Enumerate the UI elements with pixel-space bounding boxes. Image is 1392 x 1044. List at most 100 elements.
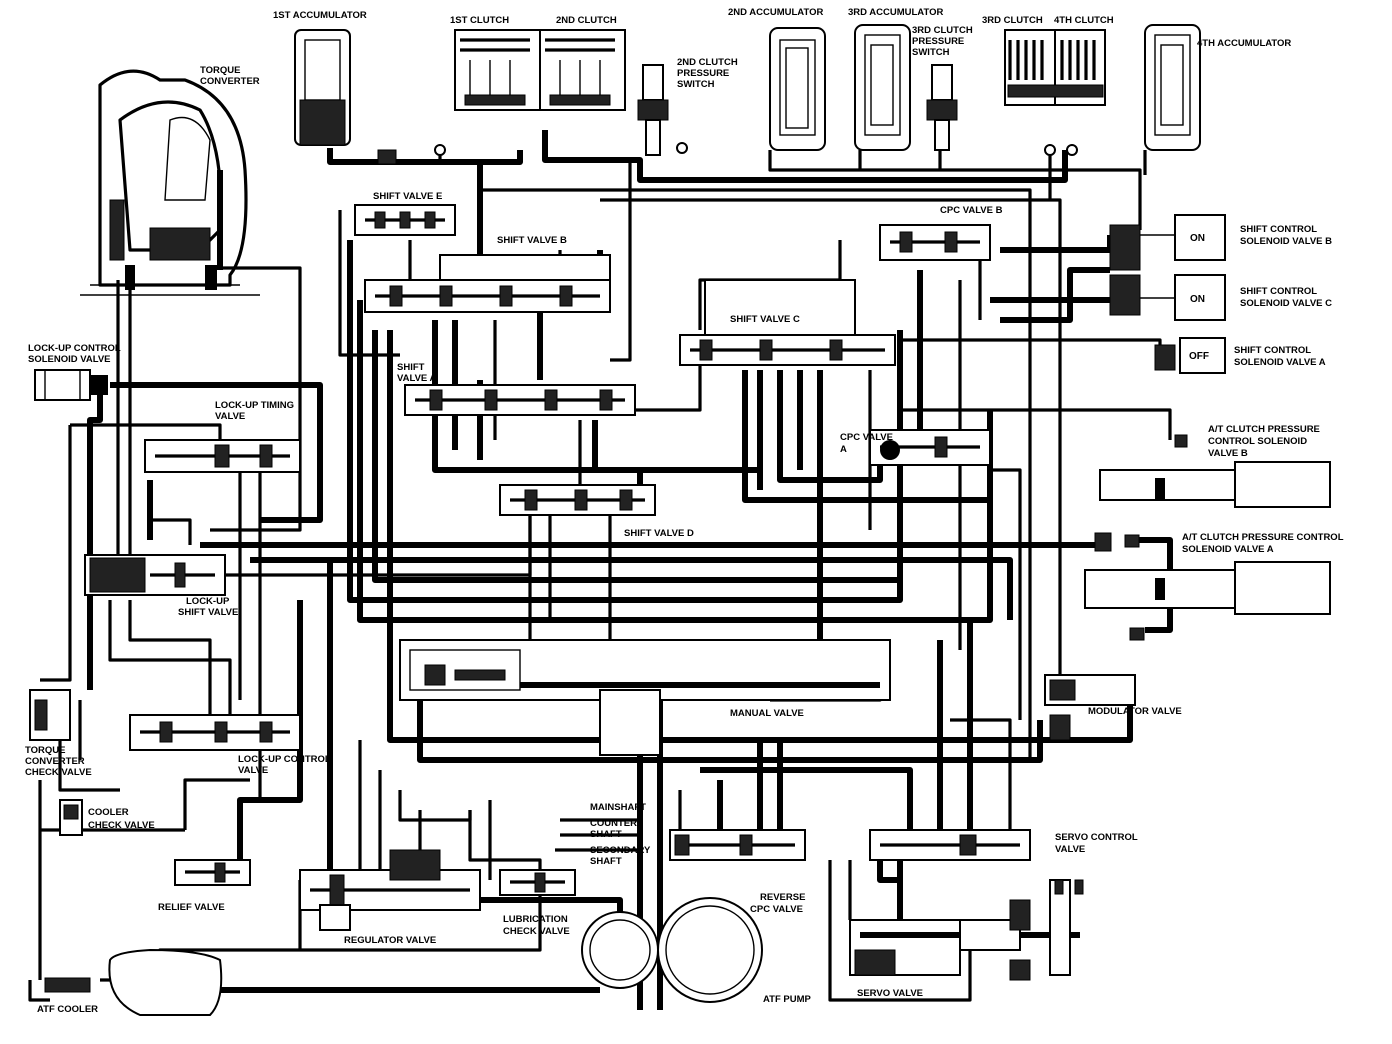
label-torque-converter-2: CONVERTER [200, 76, 260, 87]
label-lockup-timing-1: LOCK-UP TIMING [215, 400, 294, 411]
label-2nd-clutch: 2ND CLUTCH [556, 15, 617, 26]
at-clutch-solenoid-a [1084, 532, 1331, 641]
2nd-clutch-pressure-switch [637, 64, 669, 156]
label-3rd-accumulator: 3RD ACCUMULATOR [848, 7, 943, 18]
label-servo-valve: SERVO VALVE [857, 988, 923, 999]
labels: 1ST ACCUMULATOR 1ST CLUTCH 2ND CLUTCH 2N… [25, 7, 1344, 1015]
shift-valve-b [364, 254, 611, 313]
label-sol-b-1: SHIFT CONTROL [1240, 224, 1317, 235]
shift-valve-d [499, 484, 656, 516]
label-lockup-solenoid-2: SOLENOID VALVE [28, 354, 111, 365]
label-shaft-2: COUNTER- [590, 818, 640, 829]
label-manual-valve: MANUAL VALVE [730, 708, 804, 719]
label-at-a-2: SOLENOID VALVE A [1182, 544, 1274, 555]
label-lockup-solenoid-1: LOCK-UP CONTROL [28, 343, 121, 354]
label-shaft-4: SECONDARY [590, 845, 651, 856]
cpc-valve-b [879, 224, 991, 261]
label-relief: RELIEF VALVE [158, 902, 225, 913]
label-at-b-3: VALVE B [1208, 448, 1248, 459]
label-regulator: REGULATOR VALVE [344, 935, 436, 946]
label-tc-check-3: CHECK VALVE [25, 767, 92, 778]
lubrication-check-valve [499, 869, 576, 896]
label-lubrication-1: LUBRICATION [503, 914, 568, 925]
label-2nd-switch-2: PRESSURE [677, 68, 729, 79]
label-lockup-timing-2: VALVE [215, 411, 245, 422]
label-at-b-1: A/T CLUTCH PRESSURE [1208, 424, 1320, 435]
label-lubrication-2: CHECK VALVE [503, 926, 570, 937]
label-atf-pump: ATF PUMP [763, 994, 812, 1005]
torque-converter [80, 69, 260, 296]
label-2nd-switch-1: 2ND CLUTCH [677, 57, 738, 68]
at-clutch-solenoid-b [1099, 434, 1331, 508]
label-4th-clutch: 4TH CLUTCH [1054, 15, 1114, 26]
label-shift-valve-b: SHIFT VALVE B [497, 235, 567, 246]
label-sol-a-2: SOLENOID VALVE A [1234, 357, 1326, 368]
label-4th-accumulator: 4TH ACCUMULATOR [1197, 38, 1291, 49]
label-shaft-5: SHAFT [590, 856, 622, 867]
label-cooler-check-1: COOLER [88, 807, 129, 818]
label-sol-c-2: SOLENOID VALVE C [1240, 298, 1332, 309]
label-at-a-1: A/T CLUTCH PRESSURE CONTROL [1182, 532, 1344, 543]
label-lockup-control-1: LOCK-UP CONTROL [238, 754, 331, 765]
atf-cooler [44, 977, 91, 993]
label-shift-valve-d: SHIFT VALVE D [624, 528, 694, 539]
servo-control-valve [869, 829, 1031, 861]
label-servo-control-1: SERVO CONTROL [1055, 832, 1138, 843]
modulator-valve [1044, 674, 1136, 741]
label-cooler-check-2: CHECK VALVE [88, 820, 155, 831]
shift-control-solenoid-b [1109, 214, 1226, 271]
label-3rd-switch-3: SWITCH [912, 47, 950, 58]
shift-valve-c [679, 279, 896, 366]
label-shift-valve-a-2: VALVE A [397, 373, 437, 384]
shift-control-solenoid-c [1109, 274, 1226, 321]
3rd-accumulator [854, 24, 911, 151]
label-servo-control-2: VALVE [1055, 844, 1085, 855]
shift-valve-a [404, 384, 636, 416]
label-sol-a-1: SHIFT CONTROL [1234, 345, 1311, 356]
cpc-valve-a [869, 429, 991, 466]
solenoid-c-state: ON [1190, 294, 1205, 305]
3rd-clutch-pressure-switch [926, 64, 958, 151]
reverse-cpc-valve [669, 829, 806, 861]
cooler-check-valve [59, 799, 83, 836]
label-1st-accumulator: 1ST ACCUMULATOR [273, 10, 367, 21]
shift-control-solenoid-a [1154, 337, 1226, 374]
1st-accumulator [294, 29, 351, 146]
label-3rd-switch-1: 3RD CLUTCH [912, 25, 973, 36]
label-shift-valve-e: SHIFT VALVE E [373, 191, 442, 202]
atf-filter-tank [108, 948, 223, 1016]
header-check-valves [377, 142, 1078, 165]
label-reverse-cpc-1: REVERSE [760, 892, 805, 903]
lock-up-control-valve [129, 714, 301, 751]
label-shaft-3: SHAFT [590, 829, 622, 840]
label-atf-cooler: ATF COOLER [37, 1004, 98, 1015]
torque-converter-check-valve [29, 689, 71, 741]
label-3rd-clutch: 3RD CLUTCH [982, 15, 1043, 26]
lock-up-timing-valve [144, 439, 301, 473]
label-modulator: MODULATOR VALVE [1088, 706, 1182, 717]
2nd-accumulator [769, 27, 826, 151]
shift-valve-e [354, 204, 456, 236]
label-tc-check-1: TORQUE [25, 745, 65, 756]
regulator-valve [299, 849, 481, 931]
label-shaft-1: MAINSHAFT [590, 802, 646, 813]
label-lockup-control-2: VALVE [238, 765, 268, 776]
label-shift-valve-c: SHIFT VALVE C [730, 314, 800, 325]
1st-2nd-clutch-pack [454, 29, 626, 111]
label-1st-clutch: 1ST CLUTCH [450, 15, 509, 26]
label-cpc-valve-b: CPC VALVE B [940, 205, 1003, 216]
label-sol-b-2: SOLENOID VALVE B [1240, 236, 1332, 247]
solenoid-b-state: ON [1190, 233, 1205, 244]
label-lockup-shift-1: LOCK-UP [186, 596, 230, 607]
label-torque-converter-1: TORQUE [200, 65, 240, 76]
label-cpc-valve-a-1: CPC VALVE [840, 432, 893, 443]
label-2nd-switch-3: SWITCH [677, 79, 715, 90]
label-3rd-switch-2: PRESSURE [912, 36, 964, 47]
lock-up-shift-valve [84, 554, 226, 596]
servo-valve [849, 879, 1084, 981]
4th-accumulator [1144, 24, 1201, 151]
label-2nd-accumulator: 2ND ACCUMULATOR [728, 7, 823, 18]
label-shift-valve-a-1: SHIFT [397, 362, 425, 373]
label-tc-check-2: CONVERTER [25, 756, 85, 767]
label-cpc-valve-a-2: A [840, 444, 847, 455]
